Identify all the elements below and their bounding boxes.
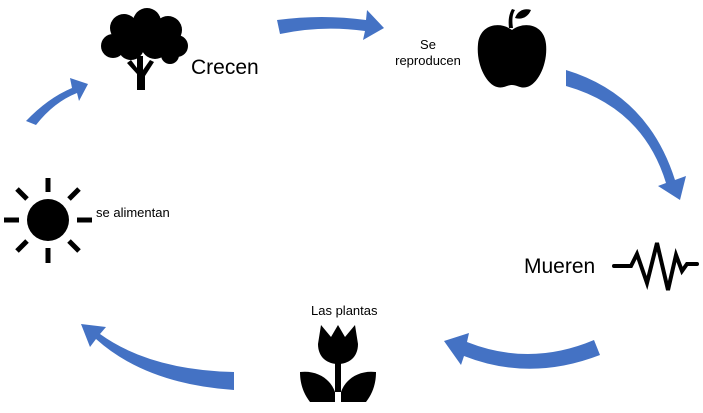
arrow-plants-to-sun xyxy=(81,324,234,390)
stage-label-crecen: Crecen xyxy=(191,56,259,79)
arrow-sun-to-tree xyxy=(26,78,88,125)
sun-icon xyxy=(4,178,92,263)
stage-label-reproducen: Se reproducen xyxy=(395,37,461,68)
arrow-tree-to-apple xyxy=(277,10,384,40)
arrow-mueren-to-plants xyxy=(444,333,600,369)
stage-label-plantas: Las plantas xyxy=(311,303,378,318)
stage-label-alimentan: se alimentan xyxy=(96,205,170,220)
tree-icon xyxy=(101,8,188,90)
tulip-icon xyxy=(300,325,376,402)
stage-label-mueren: Mueren xyxy=(524,255,596,278)
apple-icon xyxy=(477,9,547,88)
cycle-arrows xyxy=(26,10,686,390)
arrow-apple-to-mueren xyxy=(566,70,686,200)
heartbeat-icon xyxy=(612,242,699,291)
